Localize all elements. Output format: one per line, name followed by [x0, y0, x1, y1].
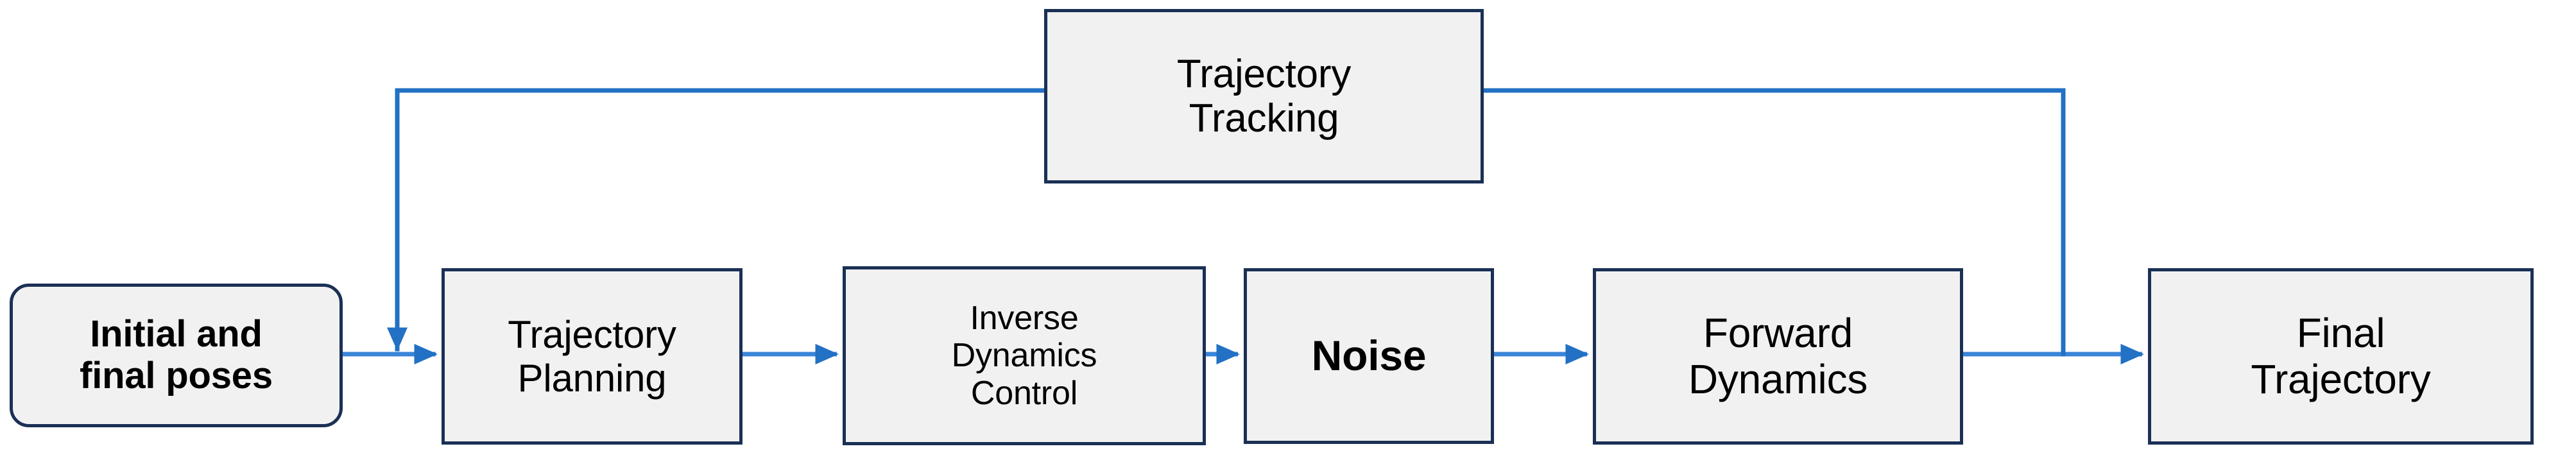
block-initial-and-final-poses[interactable]: Initial and final poses	[10, 284, 343, 427]
block-noise[interactable]: Noise	[1244, 268, 1494, 444]
block-inverse-dynamics-control-label: Inverse Dynamics Control	[951, 300, 1097, 412]
block-forward-dynamics[interactable]: Forward Dynamics	[1593, 268, 1963, 445]
block-trajectory-planning[interactable]: Trajectory Planning	[442, 268, 743, 445]
block-trajectory-tracking[interactable]: Trajectory Tracking	[1044, 9, 1484, 183]
block-forward-dynamics-label: Forward Dynamics	[1688, 309, 1868, 402]
block-trajectory-planning-label: Trajectory Planning	[508, 313, 676, 400]
block-final-trajectory-label: Final Trajectory	[2251, 309, 2431, 402]
block-final-trajectory[interactable]: Final Trajectory	[2148, 268, 2534, 445]
block-noise-label: Noise	[1311, 332, 1427, 380]
block-trajectory-tracking-label: Trajectory Tracking	[1176, 51, 1352, 141]
block-inverse-dynamics-control[interactable]: Inverse Dynamics Control	[843, 266, 1206, 445]
block-initial-and-final-poses-label: Initial and final poses	[80, 313, 273, 396]
